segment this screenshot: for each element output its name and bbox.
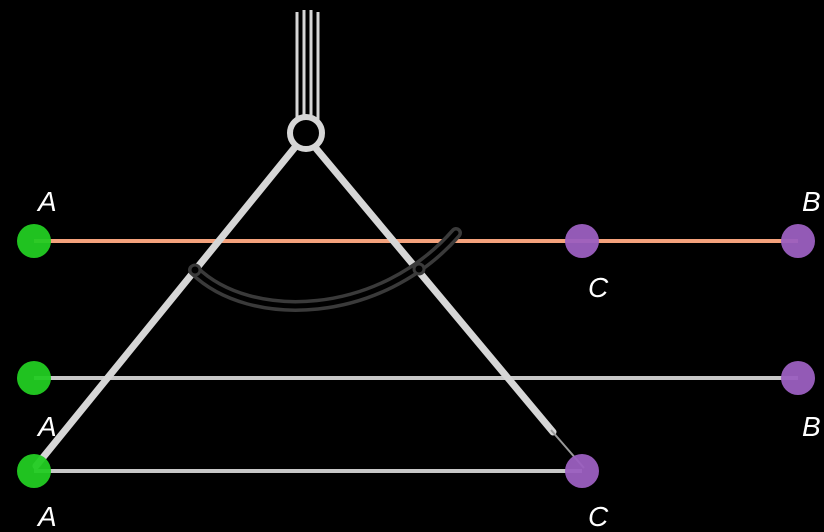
- point-a-bottom[interactable]: [17, 454, 51, 488]
- label-a-bottom: A: [36, 501, 57, 532]
- label-b-top: B: [802, 186, 821, 217]
- compass-handle[interactable]: [295, 10, 320, 122]
- compass-left-leg[interactable]: [32, 142, 300, 470]
- point-b-middle[interactable]: [781, 361, 815, 395]
- arc-left-handle[interactable]: [188, 263, 202, 277]
- point-b-top[interactable]: [781, 224, 815, 258]
- compass-icon[interactable]: [32, 10, 585, 470]
- point-a-top[interactable]: [17, 224, 51, 258]
- label-b-middle: B: [802, 411, 821, 442]
- label-a-middle: A: [36, 411, 57, 442]
- label-c-top: C: [588, 272, 609, 303]
- arc-icon[interactable]: [188, 227, 462, 312]
- compass-right-leg[interactable]: [310, 142, 557, 436]
- point-c-bottom[interactable]: [565, 454, 599, 488]
- point-c-top[interactable]: [565, 224, 599, 258]
- label-c-bottom: C: [588, 501, 609, 532]
- point-a-middle[interactable]: [17, 361, 51, 395]
- arc-right-handle[interactable]: [412, 262, 426, 276]
- label-a-top: A: [36, 186, 57, 217]
